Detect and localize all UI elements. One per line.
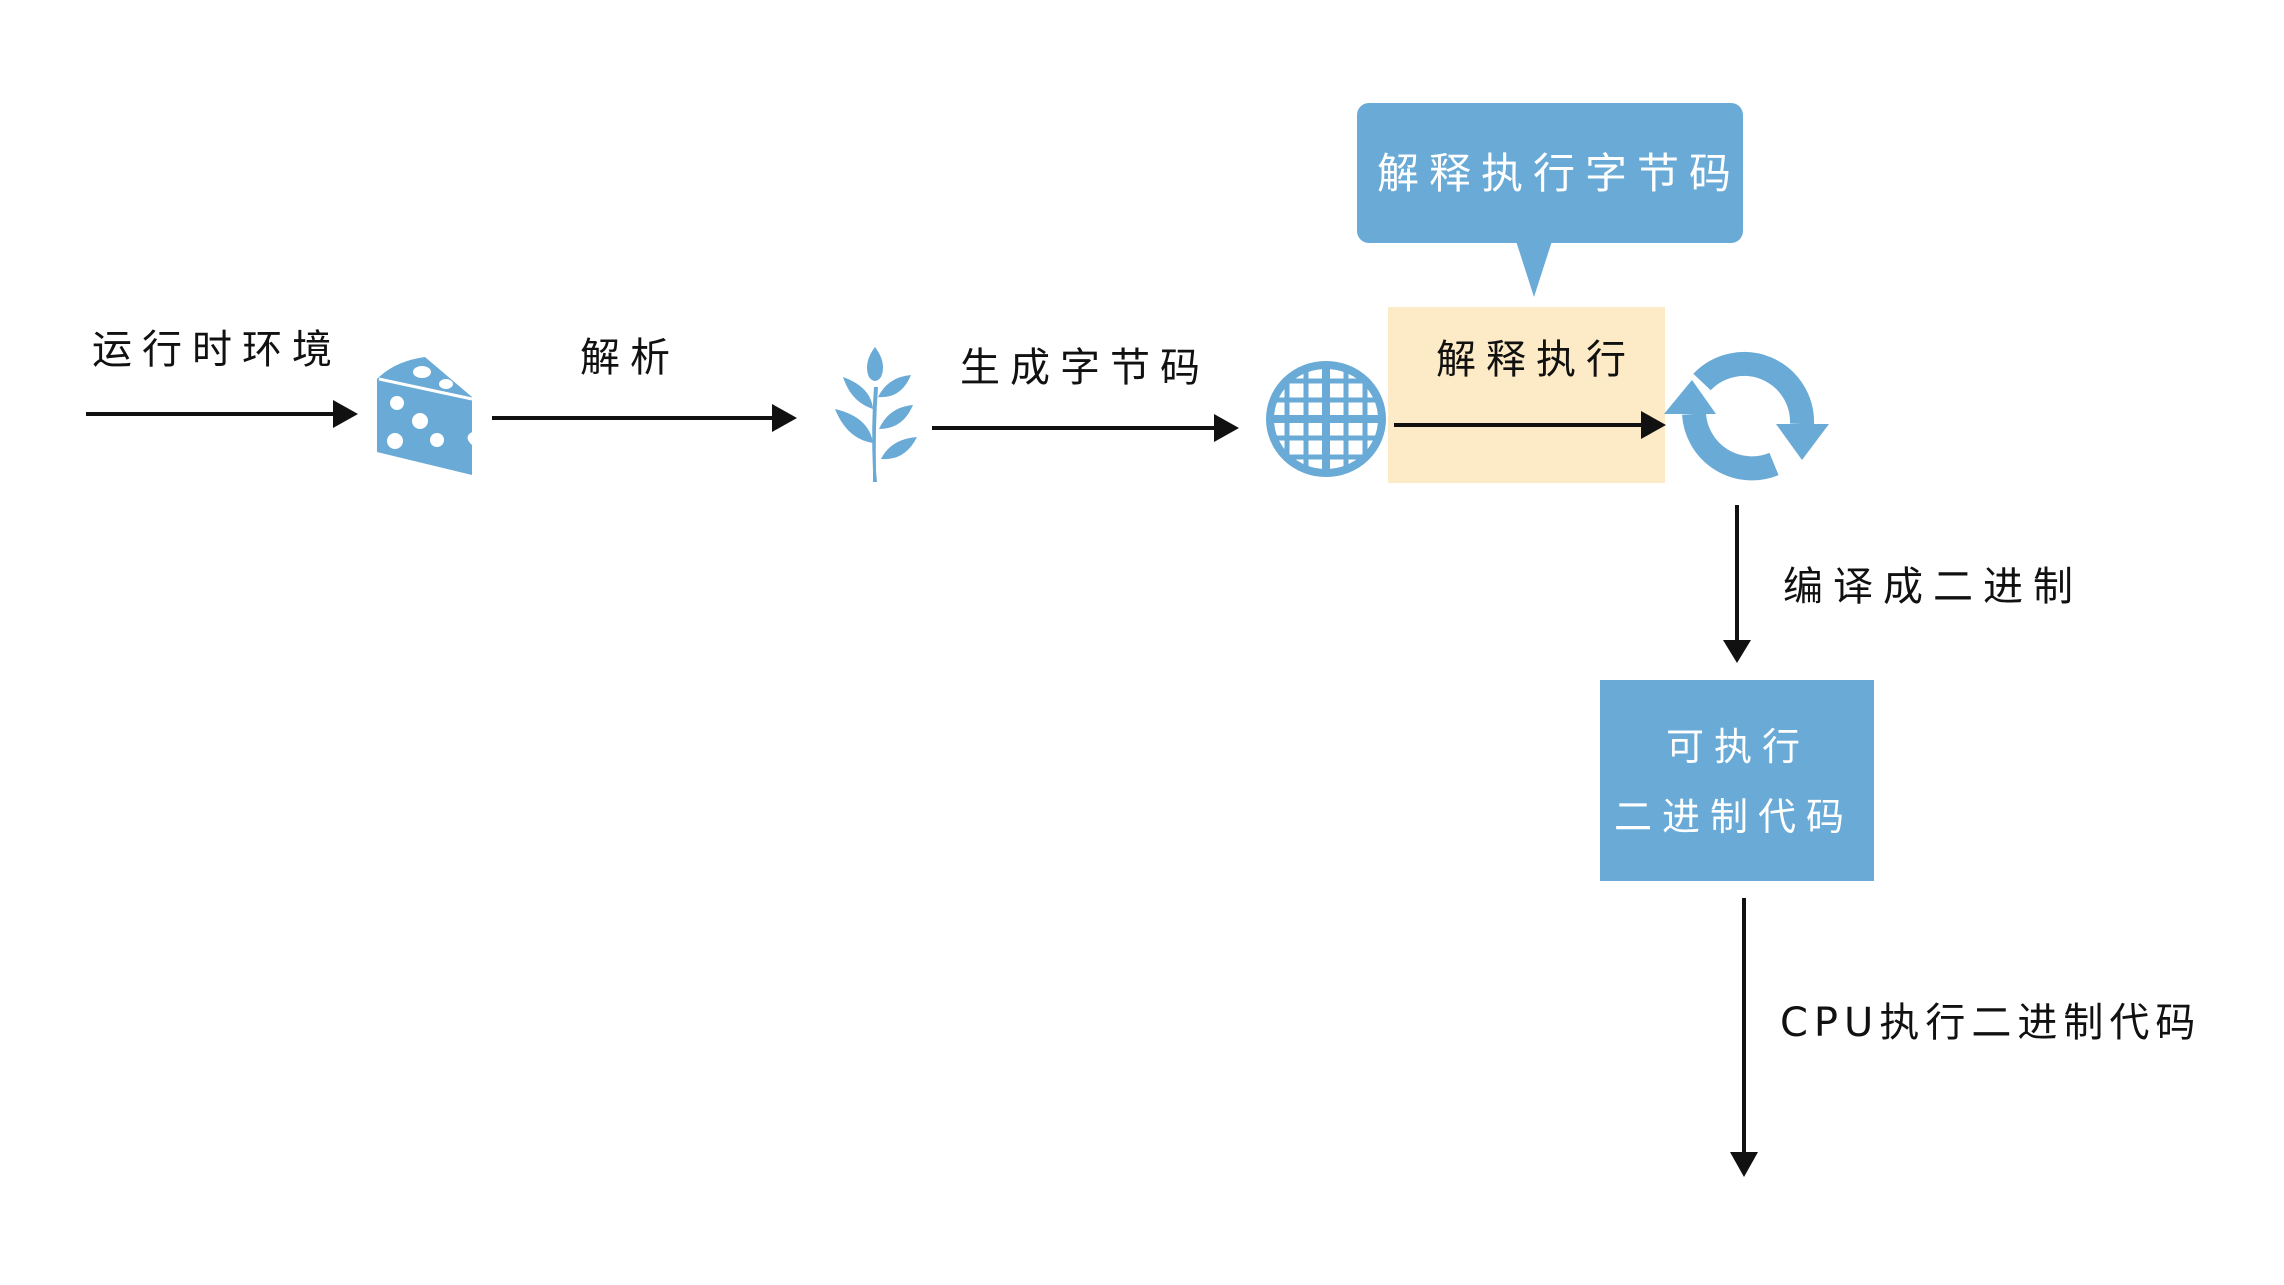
compile-binary-label: 编译成二进制 [1783, 564, 2083, 610]
cheese-icon [377, 357, 473, 475]
parse-label: 解析 [580, 335, 680, 381]
binary-box-line1: 可执行 [1666, 725, 1811, 769]
waffle-icon [1266, 361, 1386, 477]
plant-icon [835, 347, 917, 482]
runtime-env-label: 运行时环境 [92, 327, 342, 373]
cpu-execute-label: CPU执行二进制代码 [1780, 1000, 2202, 1046]
interpret-execute-box: 解释执行 [1388, 307, 1665, 483]
interpret-execute-label: 解释执行 [1436, 337, 1636, 383]
interpret-bytecode-callout: 解释执行字节码 [1357, 103, 1743, 243]
callout-label: 解释执行字节码 [1377, 149, 1742, 198]
executable-binary-box: 可执行 二进制代码 [1600, 680, 1874, 881]
refresh-icon [1664, 351, 1829, 481]
binary-box-line2: 二进制代码 [1614, 795, 1855, 839]
generate-bytecode-label: 生成字节码 [960, 345, 1210, 391]
